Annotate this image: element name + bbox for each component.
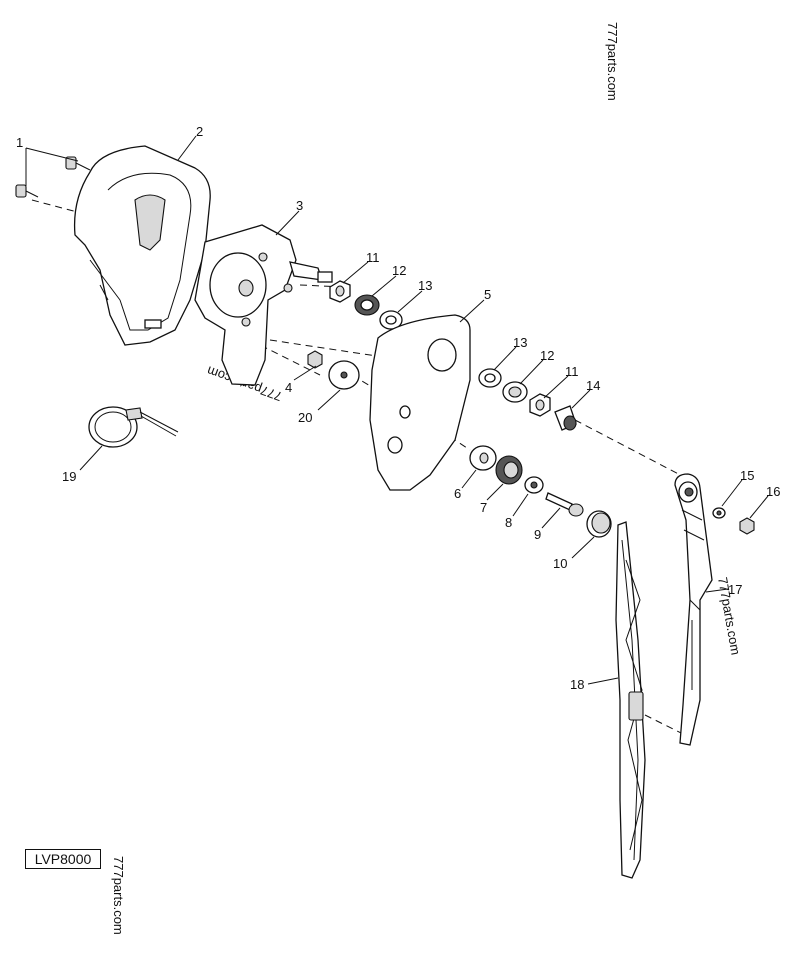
callout-10: 10	[553, 556, 567, 571]
callout-7: 7	[480, 500, 487, 515]
watermark-bottom-left: 777parts.com	[111, 856, 126, 935]
leader-lines	[25, 135, 769, 685]
callout-9: 9	[534, 527, 541, 542]
callout-2: 2	[196, 124, 203, 139]
callout-17: 17	[728, 582, 742, 597]
part-15-washer	[712, 507, 726, 519]
callout-8: 8	[505, 515, 512, 530]
part-16-nut	[739, 517, 755, 535]
part-13-washer-upper	[379, 310, 403, 330]
part-4-nut	[307, 350, 323, 369]
callout-3: 3	[296, 198, 303, 213]
callout-14: 14	[586, 378, 600, 393]
part-6-washer	[469, 445, 497, 471]
reference-code-box: LVP8000	[25, 849, 101, 869]
callout-13-middle: 13	[513, 335, 527, 350]
part-11-nut-upper	[329, 280, 351, 303]
part-20-washer	[328, 360, 360, 390]
callout-15: 15	[740, 468, 754, 483]
callout-labels: 1 2 3 11 12 13 5 13 12 11 14 15 16 17 18…	[16, 124, 780, 692]
callout-12-middle: 12	[540, 348, 554, 363]
part-14-spacer	[554, 405, 577, 431]
callout-13-upper: 13	[418, 278, 432, 293]
part-12-seal-middle	[502, 381, 528, 403]
callout-16: 16	[766, 484, 780, 499]
callout-11-upper: 11	[366, 250, 380, 265]
part-5-mounting-plate	[369, 314, 471, 491]
callout-1: 1	[16, 135, 23, 150]
callout-18: 18	[570, 677, 584, 692]
part-19-cable-tie	[88, 406, 179, 448]
part-3-wiper-motor	[194, 224, 333, 386]
callout-12-upper: 12	[392, 263, 406, 278]
part-8-washer-small	[524, 476, 544, 494]
callout-5: 5	[484, 287, 491, 302]
part-13-washer-middle	[478, 368, 502, 388]
watermark-top-right: 777parts.com	[605, 22, 620, 101]
assembly-axis-blade	[644, 714, 686, 736]
part-18-wiper-blade	[615, 521, 646, 879]
part-2-motor-cover	[73, 145, 211, 346]
part-11-nut-middle	[529, 393, 551, 417]
part-7-grommet	[495, 455, 523, 485]
part-1-bolts	[15, 156, 91, 198]
callout-20: 20	[298, 410, 312, 425]
callout-6: 6	[454, 486, 461, 501]
part-9-bolt	[545, 492, 584, 517]
part-12-seal-upper	[354, 294, 380, 316]
part-17-wiper-arm	[674, 473, 713, 746]
callout-19: 19	[62, 469, 76, 484]
part-10-cap	[586, 510, 612, 538]
callout-4: 4	[285, 380, 292, 395]
callout-11-middle: 11	[565, 364, 579, 379]
